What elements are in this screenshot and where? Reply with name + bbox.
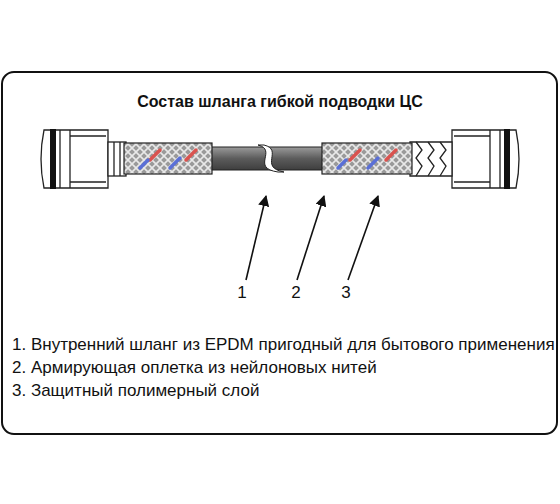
callout-number: 1	[230, 283, 254, 303]
legend-note: 1. Внутренний шланг из EPDM пригодный дл…	[12, 333, 560, 356]
leader-lines	[246, 196, 378, 280]
callout-number: 2	[284, 283, 308, 303]
callout-number: 3	[334, 283, 358, 303]
frame	[2, 72, 557, 434]
diagram-title: Состав шланга гибкой подводки ЦС	[20, 93, 540, 111]
legend-note: 2. Армирующая оплетка из нейлоновых ните…	[12, 356, 560, 379]
legend-note: 3. Защитный полимерный слой	[12, 379, 560, 402]
